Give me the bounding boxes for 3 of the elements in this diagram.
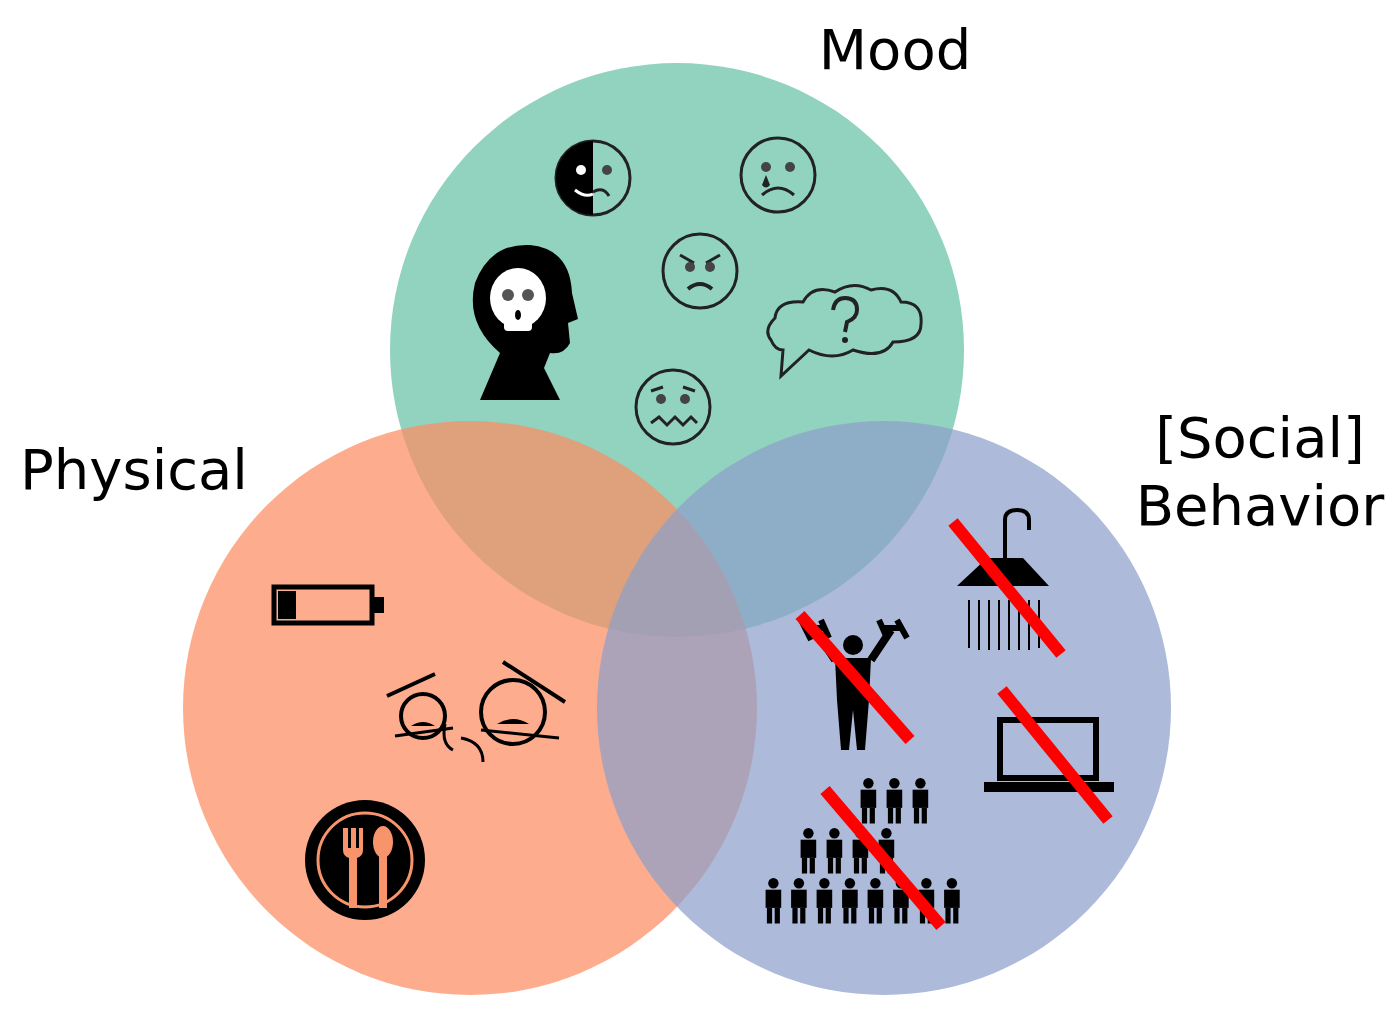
set-label: [Social] Behavior <box>1134 404 1386 540</box>
set-label: Mood <box>817 16 973 84</box>
set-label: Physical <box>19 436 249 504</box>
